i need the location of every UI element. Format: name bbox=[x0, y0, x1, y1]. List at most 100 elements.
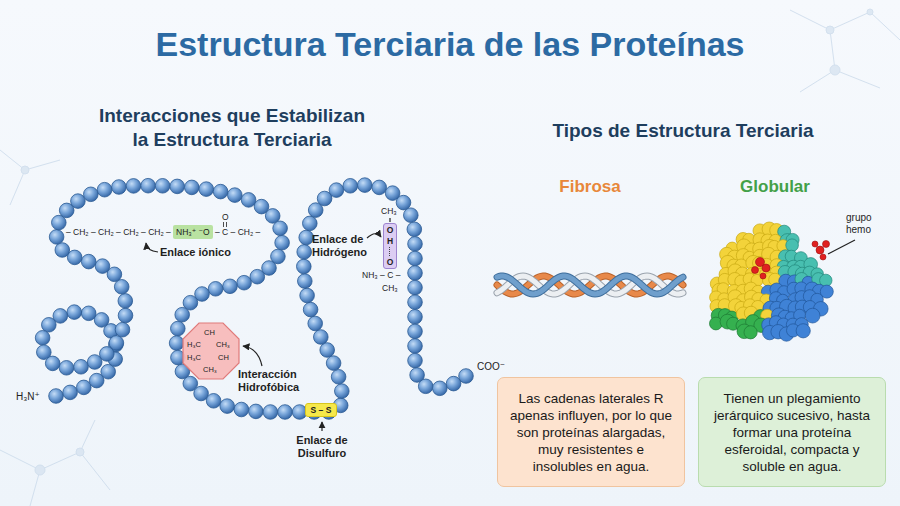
helix-strand bbox=[497, 276, 683, 294]
leader-arrow bbox=[243, 346, 262, 366]
amino-acid-bead bbox=[42, 318, 57, 333]
node-text: O bbox=[384, 257, 396, 267]
amino-acid-bead bbox=[55, 243, 70, 258]
amino-acid-bead bbox=[67, 305, 82, 320]
leader-arrow bbox=[367, 234, 381, 238]
helix-strand-outline bbox=[497, 276, 683, 294]
amino-acid-bead bbox=[208, 282, 223, 297]
network-line bbox=[0, 420, 110, 506]
chemical-formula: CH₃ bbox=[381, 206, 397, 217]
main-title: Estructura Terciaria de las Proteínas bbox=[0, 25, 900, 64]
callout-label: grupo hemo bbox=[846, 212, 890, 236]
amino-acid-bead bbox=[249, 404, 264, 419]
amino-acid-bead bbox=[59, 361, 74, 376]
amino-acid-bead bbox=[74, 360, 89, 375]
amino-acid-bead bbox=[314, 330, 329, 345]
amino-acid-bead bbox=[250, 269, 265, 284]
heme-group bbox=[820, 254, 826, 260]
background-network bbox=[0, 9, 900, 506]
amino-acid-bead bbox=[175, 307, 190, 322]
chemical-formula: NH₃ – C – bbox=[362, 270, 400, 281]
leader-arrow bbox=[146, 243, 158, 252]
amino-acid-bead bbox=[155, 179, 170, 194]
type-heading: Fibrosa bbox=[540, 177, 640, 197]
amino-acid-bead bbox=[241, 193, 256, 208]
node-text: Las cadenas laterales R apenas influyen,… bbox=[508, 390, 674, 475]
amino-acid-bead bbox=[343, 179, 358, 194]
section-heading: Interacciones que Estabilizan la Estruct… bbox=[91, 104, 373, 152]
octagon-outline bbox=[183, 323, 239, 379]
protein-atom bbox=[796, 324, 810, 338]
amino-acid-bead bbox=[169, 336, 184, 351]
globular-protein bbox=[710, 222, 834, 341]
network-dot bbox=[826, 26, 834, 34]
amino-acid-bead bbox=[326, 356, 341, 371]
disulfide-highlight: S – S bbox=[305, 403, 337, 417]
node-text: H₃C bbox=[187, 340, 201, 349]
amino-acid-bead bbox=[308, 316, 323, 331]
hydrophobic-octagon: CHH₃CCH₃H₃CCHCH₃ bbox=[182, 322, 240, 380]
node-text: Tienen un plegamiento jerárquico sucesiv… bbox=[709, 390, 875, 475]
network-dot bbox=[867, 9, 873, 15]
amino-acid-bead bbox=[303, 302, 318, 317]
amino-acid-bead bbox=[199, 182, 214, 197]
amino-acid-bead bbox=[300, 288, 315, 303]
node-text: NH₃⁺ ⁻O bbox=[176, 225, 210, 239]
network-dot bbox=[76, 448, 84, 456]
node-text: S – S bbox=[306, 404, 336, 416]
amino-acid-bead bbox=[94, 313, 109, 328]
amino-acid-bead bbox=[206, 394, 221, 409]
amino-acid-bead bbox=[408, 280, 423, 295]
amino-acid-bead bbox=[297, 245, 312, 260]
bond-label: Interacción Hidrofóbica bbox=[238, 368, 316, 394]
description-box: Las cadenas laterales R apenas influyen,… bbox=[497, 377, 685, 487]
amino-acid-bead bbox=[278, 405, 293, 420]
chemical-atom: O bbox=[222, 212, 229, 222]
amino-acid-bead bbox=[408, 324, 423, 339]
node-text: CH₃ bbox=[203, 365, 217, 374]
network-dot bbox=[21, 166, 29, 174]
amino-acid-bead bbox=[228, 188, 243, 203]
chemical-formula: CH₃ bbox=[382, 283, 398, 294]
amino-acid-bead bbox=[408, 295, 423, 310]
amino-acid-bead bbox=[408, 251, 423, 266]
amino-acid-bead bbox=[237, 275, 252, 290]
amino-acid-bead bbox=[95, 259, 110, 274]
heme-group bbox=[823, 241, 830, 248]
protein-atom bbox=[786, 239, 799, 252]
amino-acid-bead bbox=[446, 376, 461, 391]
node-text: CH₃ bbox=[216, 340, 230, 349]
description-box: Tienen un plegamiento jerárquico sucesiv… bbox=[698, 377, 886, 487]
node-text: CH bbox=[218, 353, 229, 362]
amino-acid-bead bbox=[77, 380, 92, 395]
amino-acid-bead bbox=[331, 370, 346, 385]
heme-group bbox=[760, 273, 766, 279]
amino-acid-bead bbox=[320, 343, 335, 358]
amino-acid-bead bbox=[185, 180, 200, 195]
amino-acid-bead bbox=[213, 184, 228, 199]
amino-acid-chain bbox=[35, 178, 473, 420]
amino-acid-bead bbox=[273, 221, 288, 236]
terminus-label: COO⁻ bbox=[477, 361, 505, 373]
helix-strand bbox=[497, 276, 683, 294]
network-line bbox=[0, 150, 60, 205]
bond-label: Enlace de Hidrógeno bbox=[312, 233, 376, 259]
amino-acid-bead bbox=[126, 179, 141, 194]
ionic-bond-highlight: NH₃⁺ ⁻O bbox=[173, 225, 213, 239]
amino-acid-bead bbox=[358, 178, 373, 193]
amino-acid-bead bbox=[97, 182, 112, 197]
amino-acid-bead bbox=[297, 259, 312, 274]
amino-acid-bead bbox=[45, 356, 60, 371]
helix-strand bbox=[497, 276, 683, 294]
helix-strand-outline bbox=[497, 276, 683, 294]
amino-acid-bead bbox=[81, 254, 96, 269]
amino-acid-bead bbox=[49, 389, 64, 404]
amino-acid-bead bbox=[194, 386, 209, 401]
type-heading: Globular bbox=[725, 177, 825, 197]
chemical-formula: – CH₂ – CH₂ – CH₂ – CH₂ – bbox=[66, 226, 171, 239]
section-heading: Tipos de Estructura Terciaria bbox=[520, 119, 846, 143]
network-dot bbox=[830, 65, 840, 75]
amino-acid-bead bbox=[115, 322, 130, 337]
heme-group bbox=[752, 267, 759, 274]
